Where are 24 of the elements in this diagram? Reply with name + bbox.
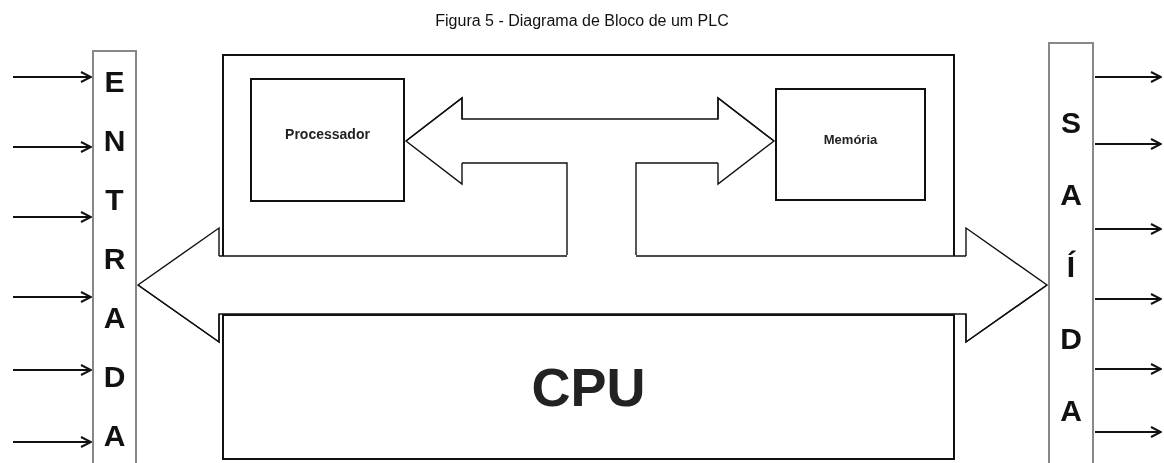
arrow bbox=[1094, 363, 1162, 375]
input-bar bbox=[92, 50, 137, 463]
cpu-box bbox=[222, 314, 955, 460]
arrow bbox=[1094, 293, 1162, 305]
box-label: CPU bbox=[530, 356, 647, 418]
arrow bbox=[12, 364, 92, 376]
arrow bbox=[12, 211, 92, 223]
box-label: Processador bbox=[284, 126, 371, 142]
arrow bbox=[1094, 71, 1162, 83]
arrow bbox=[12, 436, 92, 448]
arrow bbox=[12, 141, 92, 153]
figure-title: Figura 5 - Diagrama de Bloco de um PLC bbox=[434, 12, 730, 30]
unit-frame bbox=[222, 54, 955, 256]
processor-box bbox=[250, 78, 405, 202]
bar-label: ENTRADA bbox=[103, 64, 126, 454]
bar-label: SAÍDA bbox=[1060, 105, 1082, 429]
arrow bbox=[1094, 223, 1162, 235]
arrow bbox=[1094, 138, 1162, 150]
output-bar bbox=[1048, 42, 1094, 463]
arrow bbox=[12, 71, 92, 83]
memory-box bbox=[775, 88, 926, 201]
arrow bbox=[1094, 426, 1162, 438]
box-label: Memória bbox=[822, 132, 879, 147]
arrow bbox=[12, 291, 92, 303]
